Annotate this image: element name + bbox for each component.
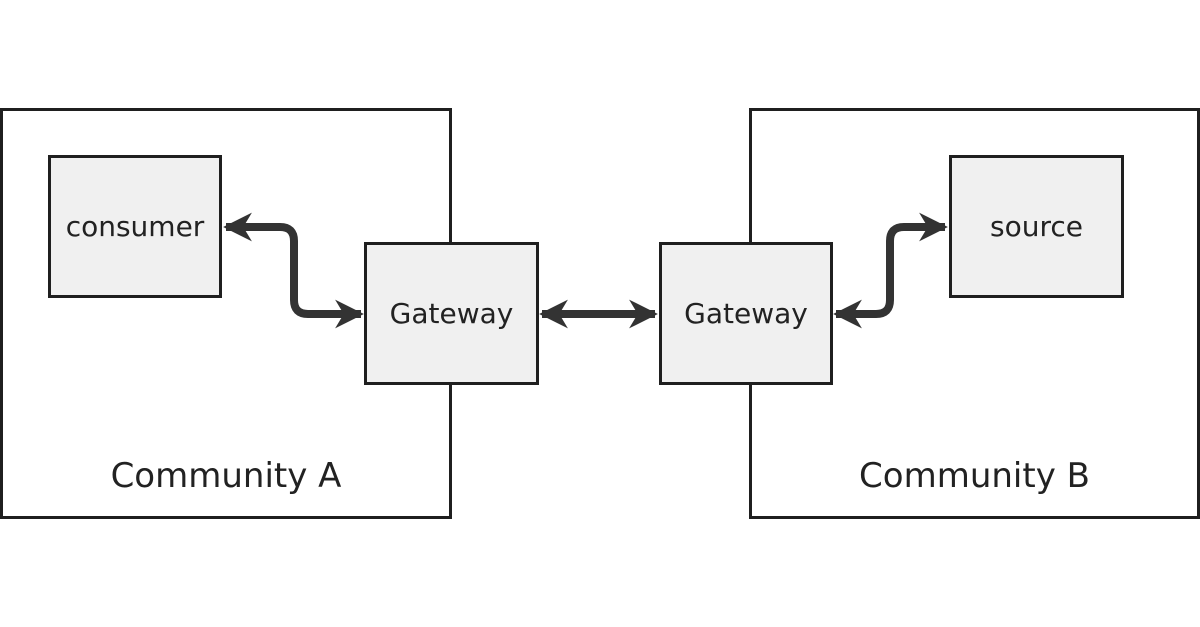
- link-consumer-gateway-a: [223, 212, 364, 329]
- consumer-node: consumer: [48, 155, 222, 298]
- link-gateway-b-source: [833, 212, 948, 329]
- community-a-label: Community A: [110, 456, 342, 496]
- gateway-a-node: Gateway: [364, 242, 539, 385]
- community-b-label: Community B: [859, 456, 1090, 496]
- gateway-b-node: Gateway: [659, 242, 833, 385]
- source-node: source: [949, 155, 1124, 298]
